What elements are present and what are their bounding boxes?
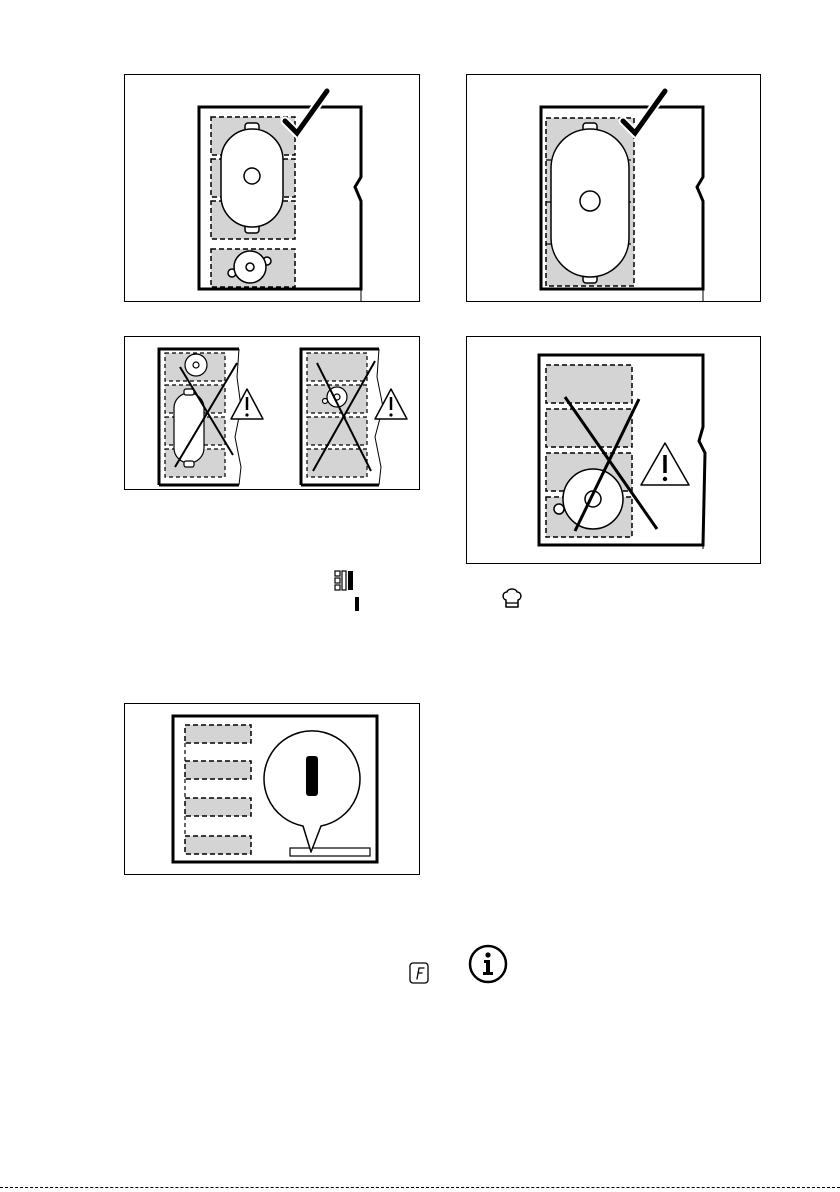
figure-bridge-indicator-display: [124, 703, 420, 875]
bridge-zones-icon: [334, 570, 354, 592]
round-pot: [185, 354, 207, 376]
cooking-zone: [185, 725, 251, 854]
page-bottom-rule: [0, 1187, 840, 1188]
figure-correct-oval-and-round: [124, 74, 420, 302]
figure-correct-large-oval: [466, 74, 761, 302]
oval-pot: [551, 123, 629, 283]
warning-triangle-icon: [231, 389, 263, 419]
f-key-icon: [409, 962, 429, 984]
figure-incorrect-round-pot-offset: [466, 336, 761, 564]
figure-incorrect-small-pots: [124, 336, 420, 490]
bar-indicator-icon: [354, 596, 360, 612]
oval-pot: [221, 123, 283, 233]
warning-triangle-icon: [641, 443, 689, 485]
info-icon: [468, 944, 508, 984]
chef-hat-icon: [502, 587, 522, 609]
cooking-zone: [307, 353, 367, 477]
bridge-indicator-icon: [306, 756, 318, 796]
